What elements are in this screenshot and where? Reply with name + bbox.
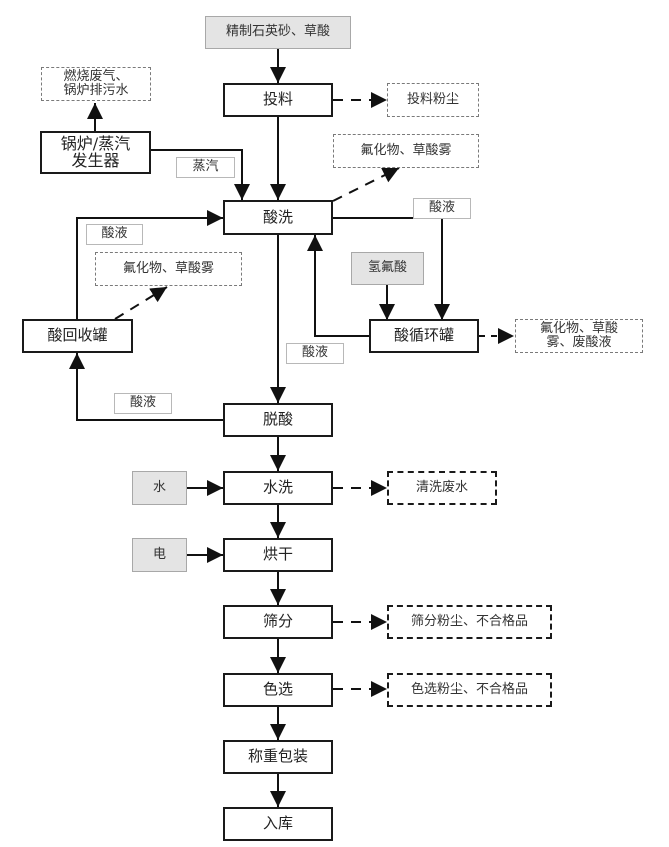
output-recovery-mist: 氟化物、草酸雾 xyxy=(95,252,242,286)
flow-label-acid-to-recovery: 酸液 xyxy=(114,393,172,414)
process-warehousing: 入库 xyxy=(223,807,333,841)
output-circulation-waste: 氟化物、草酸 雾、废酸液 xyxy=(515,319,643,353)
flow-label-steam: 蒸汽 xyxy=(176,157,235,178)
input-hydrofluoric-acid: 氢氟酸 xyxy=(351,252,424,285)
edge-recovery-to-mist xyxy=(114,286,168,320)
output-boiler-emissions: 燃烧废气、 锅炉排污水 xyxy=(41,67,151,101)
flow-label-acid-to-pickling: 酸液 xyxy=(86,224,143,245)
input-electricity: 电 xyxy=(132,538,187,572)
output-screening-waste: 筛分粉尘、不合格品 xyxy=(387,605,552,639)
process-boiler: 锅炉/蒸汽 发生器 xyxy=(40,131,151,174)
input-water: 水 xyxy=(132,471,187,505)
process-acid-recovery-tank: 酸回收罐 xyxy=(22,319,133,353)
output-wash-wastewater: 清洗废水 xyxy=(387,471,497,505)
process-screening: 筛分 xyxy=(223,605,333,639)
process-deacidification: 脱酸 xyxy=(223,403,333,437)
process-weighing-packing: 称重包装 xyxy=(223,740,333,774)
input-raw-material: 精制石英砂、草酸 xyxy=(205,16,351,49)
flow-label-acid-to-circulation: 酸液 xyxy=(413,198,471,219)
process-pickling: 酸洗 xyxy=(223,200,333,235)
edge-pickling-to-mist xyxy=(332,167,400,202)
process-color-sorting: 色选 xyxy=(223,673,333,707)
edge-circulation-to-pickling xyxy=(307,235,370,337)
process-water-washing: 水洗 xyxy=(223,471,333,505)
process-acid-circulation-tank: 酸循环罐 xyxy=(369,319,479,353)
process-feeding: 投料 xyxy=(223,83,333,117)
process-drying: 烘干 xyxy=(223,538,333,572)
edge-recovery-to-pickling xyxy=(76,210,223,319)
edge-boiler-to-pickling xyxy=(151,149,250,200)
flow-label-acid-circulation-return: 酸液 xyxy=(286,343,344,364)
output-feeding-dust: 投料粉尘 xyxy=(387,83,479,117)
output-sorting-waste: 色选粉尘、不合格品 xyxy=(387,673,552,707)
output-pickling-mist: 氟化物、草酸雾 xyxy=(333,134,479,168)
edge-deacid-to-recovery xyxy=(69,353,223,421)
